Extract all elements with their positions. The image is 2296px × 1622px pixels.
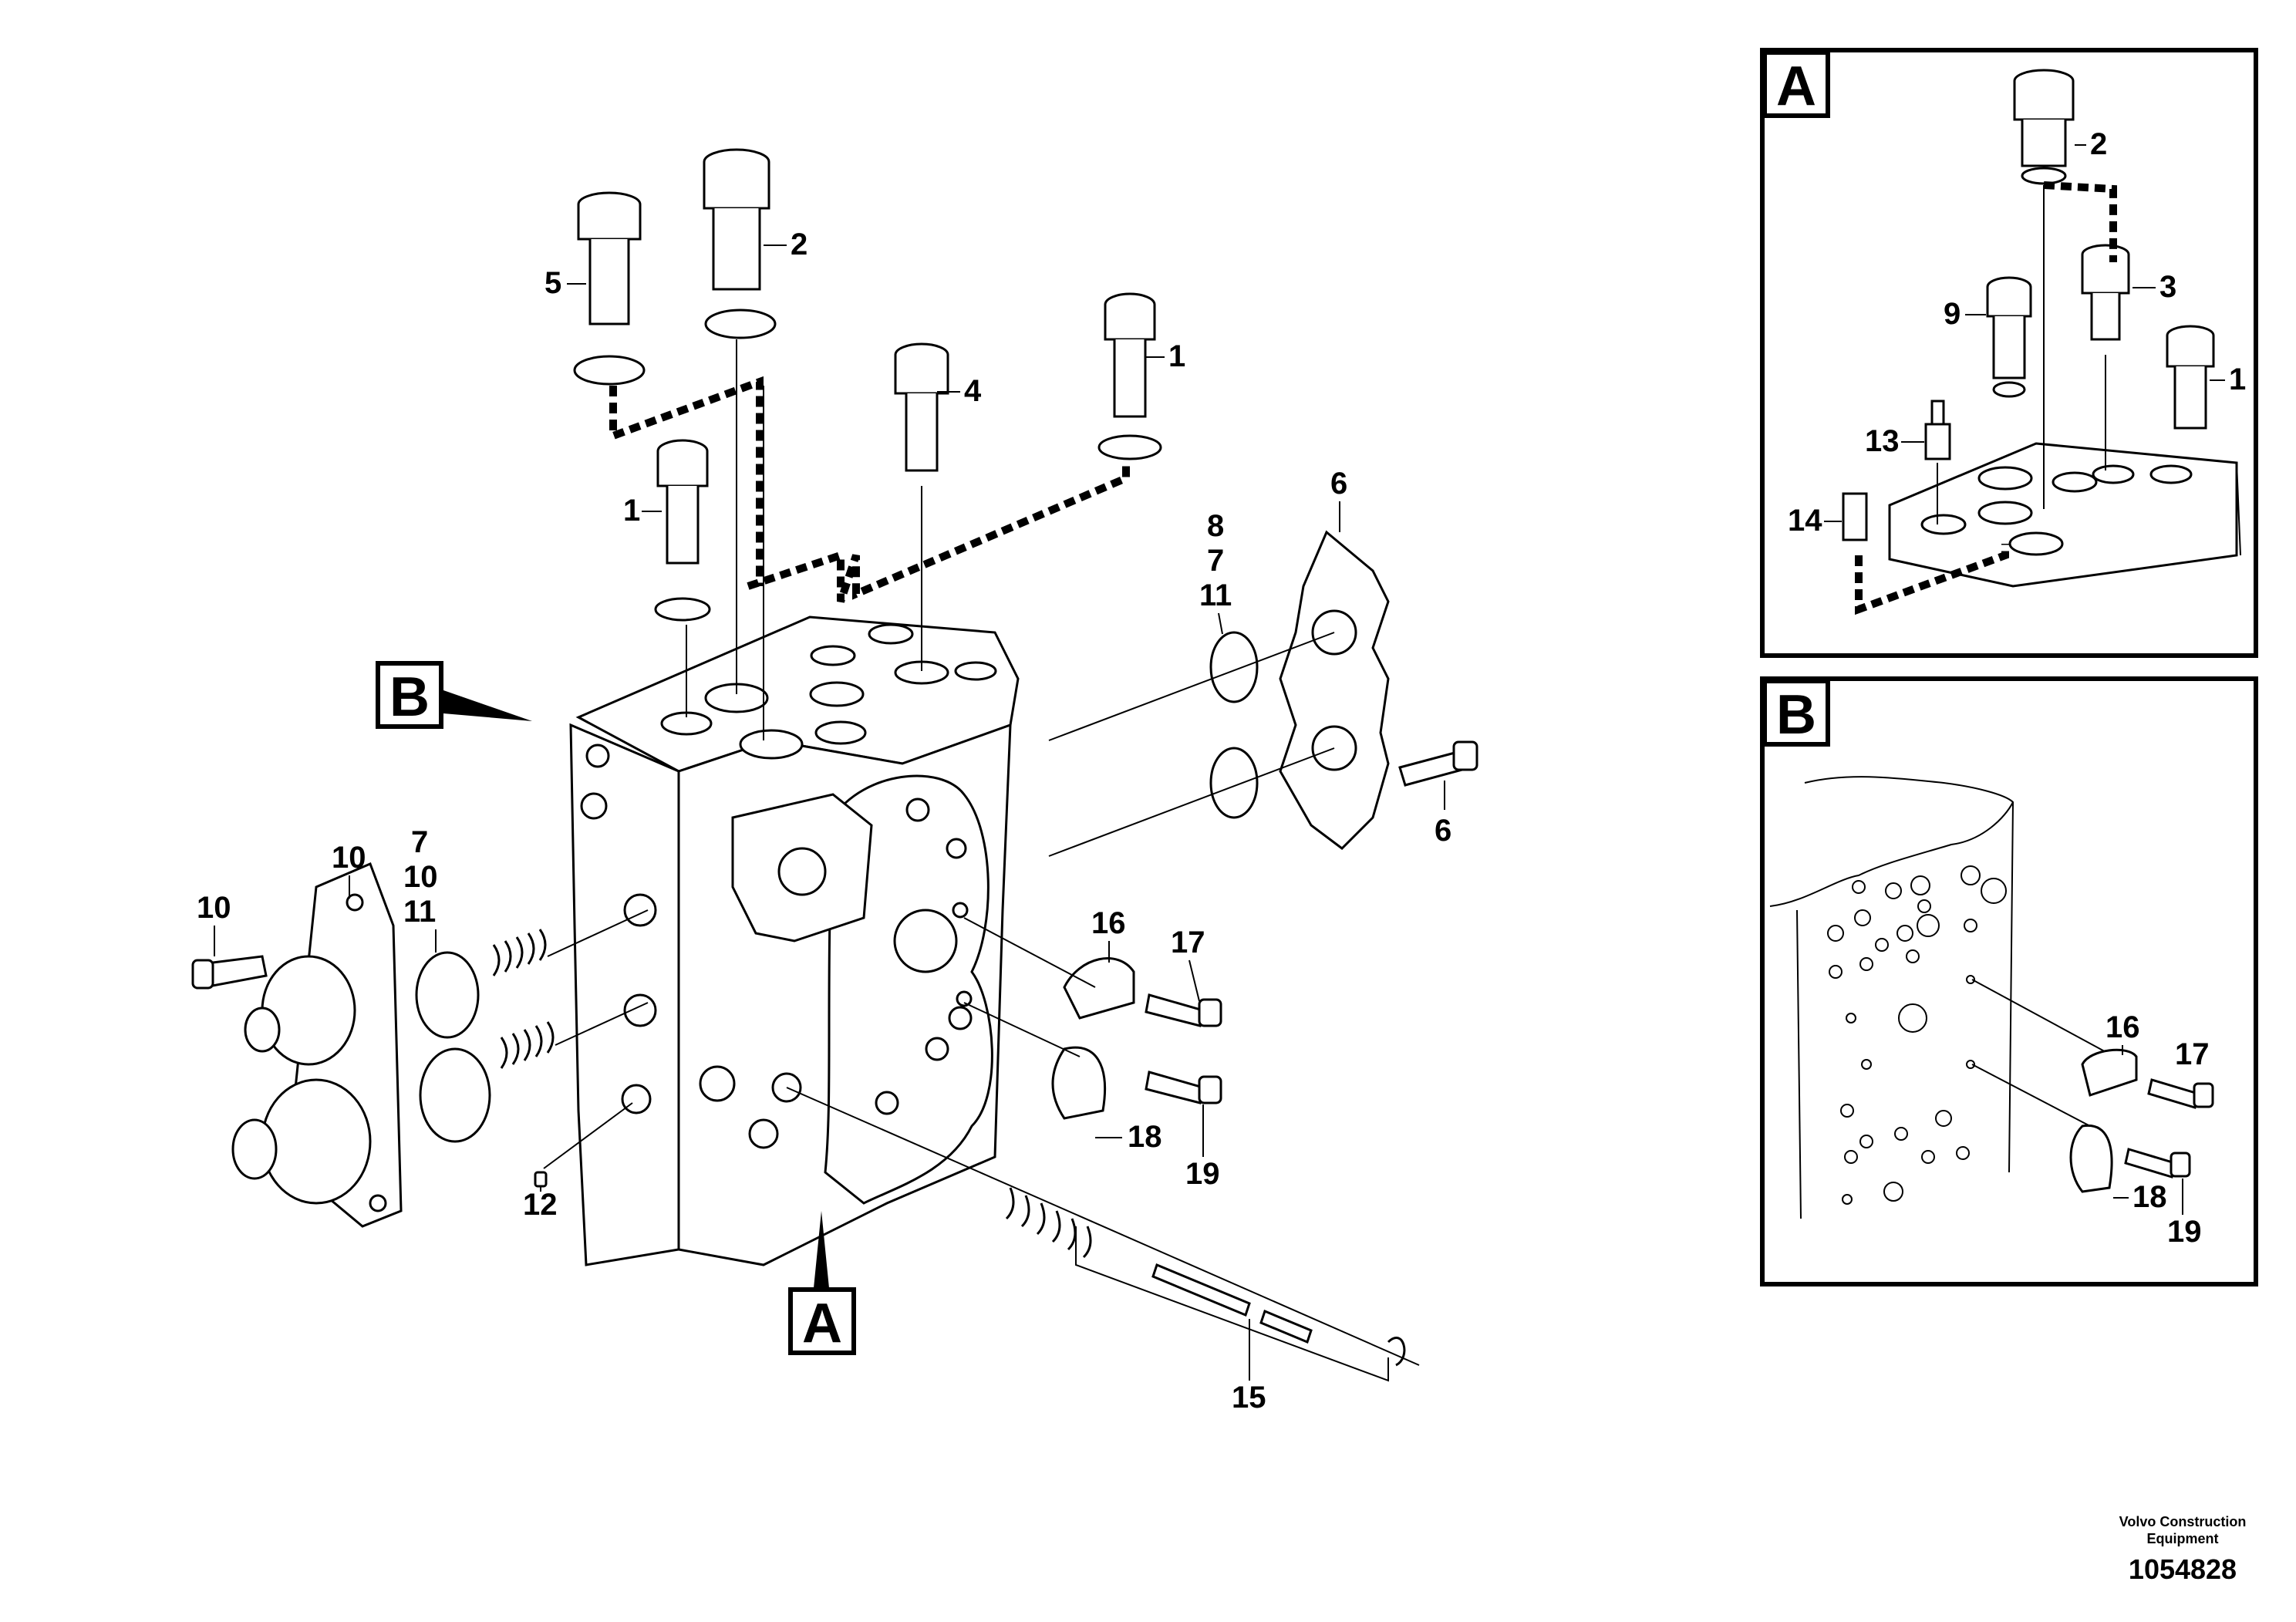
callouts-main: 5 2 4 1 1 6 8 7 11 6 7 10 11 10 10 12 15…: [197, 228, 1451, 1415]
label-box-b: B: [376, 661, 443, 729]
inset-a-callout-2: 2: [2090, 127, 2107, 161]
callout-6-gasket: 6: [1330, 467, 1347, 501]
callout-12: 12: [523, 1188, 558, 1222]
callout-6-screw: 6: [1435, 814, 1451, 848]
inset-b-callout-16: 16: [2106, 1010, 2140, 1044]
arrow-a: [814, 1211, 829, 1288]
end-cover: [231, 862, 403, 1228]
detail-b-inset: B 16 17 18: [1760, 676, 2258, 1286]
inset-a-callout-14: 14: [1788, 504, 1822, 538]
callout-11b: 11: [403, 895, 436, 929]
cartridge-5: [573, 191, 646, 386]
callout-11: 11: [1199, 578, 1232, 612]
screw-6: [1398, 740, 1478, 787]
spring-rod-15: [786, 1087, 1420, 1382]
screw-17: [1145, 993, 1222, 1027]
callout-1-right: 1: [1168, 339, 1185, 373]
callout-16: 16: [1091, 906, 1126, 940]
valve-block: [569, 615, 1020, 1266]
group-bracket-top: [609, 376, 764, 586]
callout-2: 2: [791, 228, 807, 261]
callout-18: 18: [1128, 1120, 1162, 1154]
cartridge-1-left: [654, 439, 711, 622]
clamp-16: [1063, 957, 1135, 1020]
callout-4: 4: [964, 374, 982, 408]
cartridge-2: [703, 148, 777, 339]
o-rings-left: [415, 951, 491, 1143]
inset-a-callout-3: 3: [2159, 270, 2176, 304]
inset-a-callout-9: 9: [1944, 297, 1961, 331]
callout-10b: 10: [403, 860, 438, 894]
detail-a-inset: A: [1760, 48, 2258, 658]
svg-text:A: A: [802, 1293, 842, 1354]
cover-screw-left: [191, 955, 268, 990]
callout-10-cover: 10: [332, 841, 366, 875]
group-bracket-mid: [747, 463, 1130, 603]
o-rings-right: [1209, 631, 1259, 819]
clamp-18: [1051, 1046, 1107, 1120]
cartridge-1-right: [1097, 292, 1162, 460]
callout-17: 17: [1171, 926, 1205, 959]
drawing-number: 1054828: [2128, 1553, 2237, 1585]
callout-15: 15: [1232, 1381, 1266, 1415]
inset-b-callout-17: 17: [2175, 1037, 2210, 1071]
credit-organization: Volvo Construction Equipment: [2119, 1514, 2247, 1546]
gasket-6: [1279, 530, 1390, 850]
arrow-b: [443, 690, 532, 721]
inset-b-letter: B: [1776, 684, 1816, 746]
callout-7b: 7: [411, 825, 428, 859]
screw-19: [1145, 1071, 1222, 1104]
callout-10-screw: 10: [197, 891, 231, 925]
inset-a-letter: A: [1776, 56, 1816, 117]
inset-b-callout-18: 18: [2132, 1180, 2167, 1214]
callout-1-left: 1: [623, 494, 640, 528]
callout-19: 19: [1185, 1157, 1220, 1191]
springs-left: [492, 929, 555, 1069]
label-box-a: A: [788, 1287, 856, 1355]
callout-8: 8: [1207, 509, 1224, 543]
inset-a-callout-1: 1: [2229, 363, 2246, 396]
inset-a-callout-13: 13: [1865, 424, 1900, 458]
callout-7: 7: [1207, 544, 1224, 578]
svg-text:B: B: [389, 666, 430, 728]
pin-12: [534, 1171, 548, 1188]
cartridge-4: [894, 342, 949, 472]
callout-5: 5: [544, 266, 561, 300]
inset-b-callout-19: 19: [2167, 1215, 2202, 1249]
